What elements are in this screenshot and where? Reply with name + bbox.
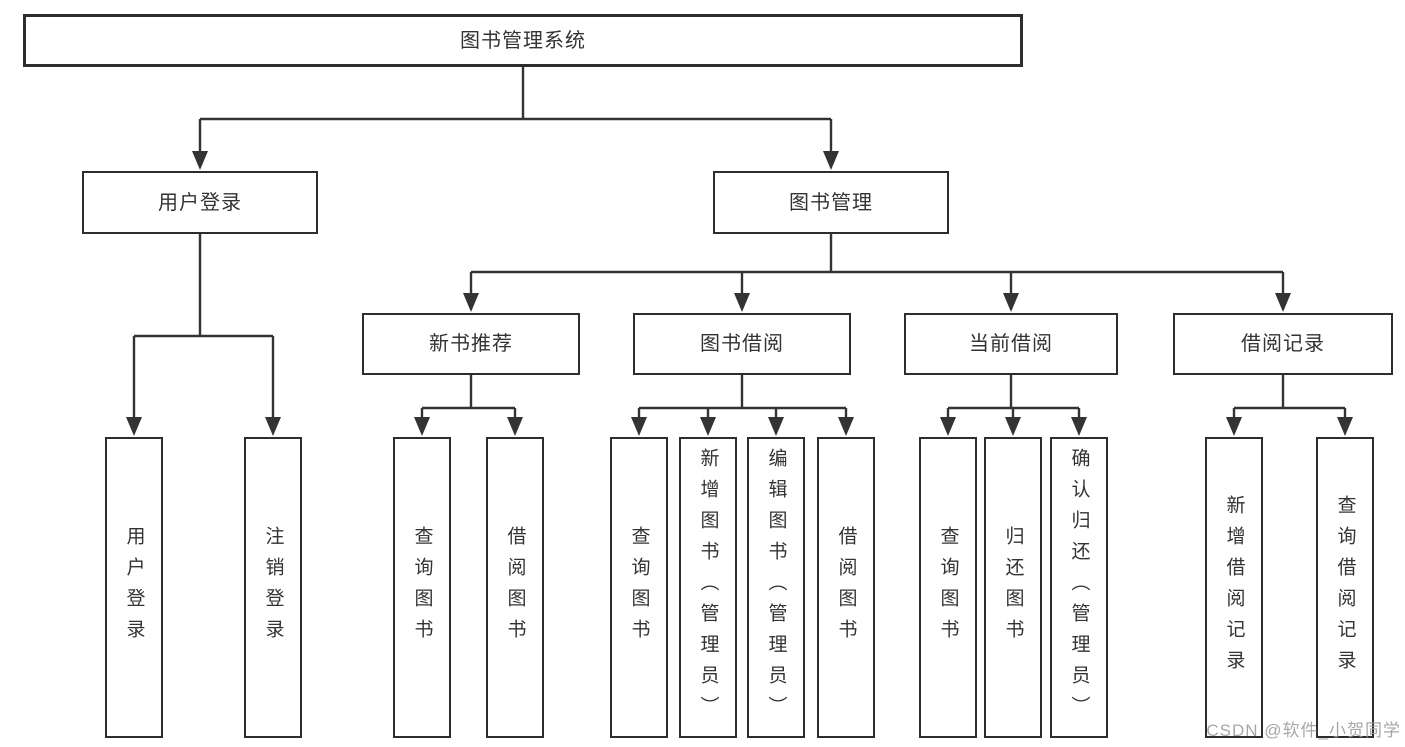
node-library-system: 图书管理系统 [23,14,1023,67]
node-label: 查询图书 [628,525,650,650]
arrowhead [265,417,281,436]
leaf-query-books-1: 查询图书 [393,437,451,738]
node-label: 注销登录 [262,525,284,650]
leaf-confirm-return-admin: 确认归还（管理员） [1050,437,1108,738]
leaf-query-books-3: 查询图书 [919,437,977,738]
node-label: 借阅记录 [1241,333,1325,355]
node-label: 编辑图书（管理员） [765,448,787,727]
node-label: 归还图书 [1002,525,1024,650]
node-label: 查询图书 [937,525,959,650]
csdn-watermark: CSDN @软件_小贺同学 [1206,721,1401,740]
node-label: 当前借阅 [969,333,1053,355]
node-label: 图书管理 [789,191,873,214]
arrowhead [823,151,839,170]
connector-path [132,66,1347,418]
arrowhead [126,417,142,436]
node-label: 用户登录 [123,525,145,650]
arrowhead [1275,293,1291,312]
node-label: 新增图书（管理员） [697,448,719,727]
arrowhead [1071,417,1087,436]
node-label: 查询图书 [411,525,433,650]
leaf-user-login: 用户登录 [105,437,163,738]
node-label: 新书推荐 [429,333,513,355]
leaf-query-borrow-record: 查询借阅记录 [1316,437,1374,738]
leaf-add-book-admin: 新增图书（管理员） [679,437,737,738]
node-user-login: 用户登录 [82,171,318,234]
arrowhead [631,417,647,436]
node-label: 图书管理系统 [460,29,586,52]
arrowhead [940,417,956,436]
leaf-borrow-books-1: 借阅图书 [486,437,544,738]
node-book-management: 图书管理 [713,171,949,234]
arrowhead [507,417,523,436]
arrowhead [768,417,784,436]
node-current-borrowing: 当前借阅 [904,313,1118,375]
node-label: 用户登录 [158,191,242,214]
leaf-edit-book-admin: 编辑图书（管理员） [747,437,805,738]
arrowhead [734,293,750,312]
node-book-borrowing: 图书借阅 [633,313,851,375]
arrowhead [1226,417,1242,436]
node-label: 确认归还（管理员） [1068,448,1090,727]
arrowhead [1003,293,1019,312]
node-label: 新增借阅记录 [1223,494,1245,681]
arrowhead [414,417,430,436]
leaf-return-books: 归还图书 [984,437,1042,738]
arrowhead [463,293,479,312]
arrowhead [1337,417,1353,436]
node-label: 借阅图书 [504,525,526,650]
leaf-query-books-2: 查询图书 [610,437,668,738]
arrowhead [838,417,854,436]
node-new-book-recommendation: 新书推荐 [362,313,580,375]
leaf-logout: 注销登录 [244,437,302,738]
leaf-add-borrow-record: 新增借阅记录 [1205,437,1263,738]
arrowhead [1005,417,1021,436]
arrowhead [192,151,208,170]
leaf-borrow-books-2: 借阅图书 [817,437,875,738]
node-borrowing-records: 借阅记录 [1173,313,1393,375]
node-label: 借阅图书 [835,525,857,650]
node-label: 查询借阅记录 [1334,494,1356,681]
node-label: 图书借阅 [700,333,784,355]
arrowhead [700,417,716,436]
